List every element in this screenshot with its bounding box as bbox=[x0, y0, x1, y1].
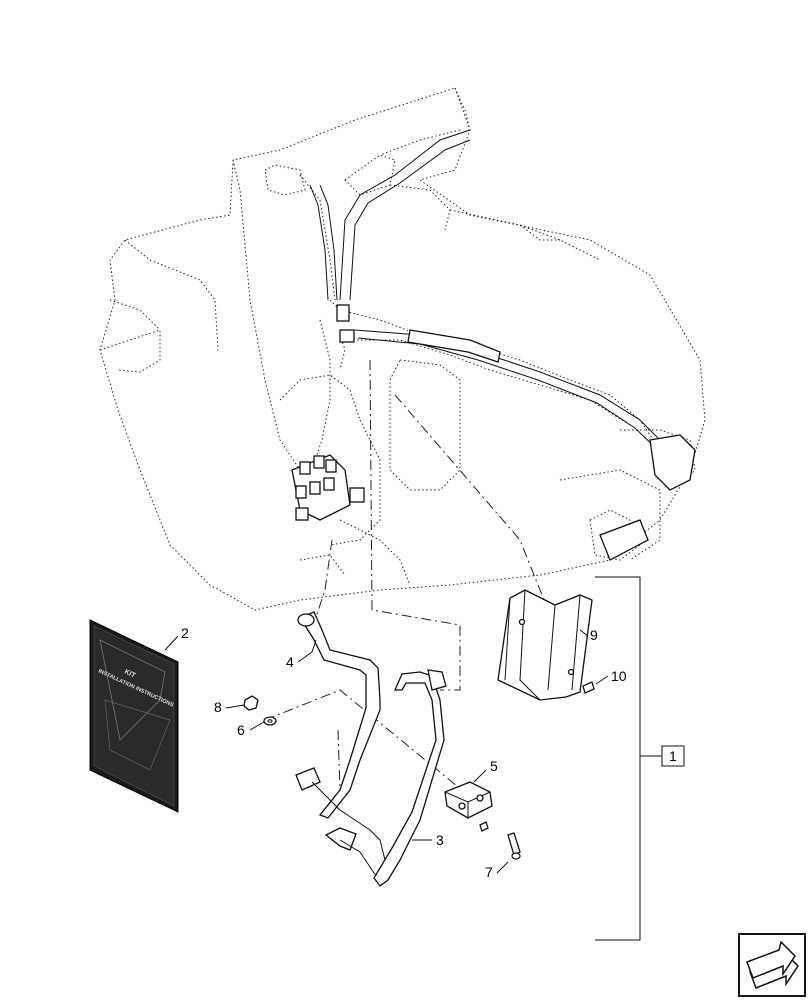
machine-phantom-outline bbox=[99, 87, 706, 611]
bolt-7 bbox=[479, 821, 521, 860]
callout-7: 7 bbox=[485, 864, 493, 880]
callout-10: 10 bbox=[611, 668, 627, 684]
callout-1: 1 bbox=[669, 748, 677, 764]
installation-manual: KIT INSTALLATION INSTRUCTIONS bbox=[89, 619, 179, 813]
callout-labels: 1 2 3 4 5 6 7 8 9 10 bbox=[181, 625, 677, 880]
callout-6: 6 bbox=[237, 722, 245, 738]
machine-hydraulic-lines bbox=[309, 129, 696, 561]
clamp-block bbox=[444, 781, 493, 819]
next-page-arrow-icon[interactable] bbox=[738, 933, 806, 997]
nut-8 bbox=[243, 695, 259, 711]
bolt-10 bbox=[582, 681, 595, 694]
callout-9: 9 bbox=[590, 627, 598, 643]
washer-6 bbox=[263, 716, 277, 726]
manual-title-line1: KIT bbox=[123, 668, 137, 679]
leader-lines bbox=[164, 629, 609, 874]
callout-5: 5 bbox=[490, 758, 498, 774]
callout-3: 3 bbox=[436, 832, 444, 848]
callout-2: 2 bbox=[181, 625, 189, 641]
control-valve bbox=[291, 304, 365, 521]
hydraulic-tube-3 bbox=[324, 669, 447, 887]
callout-4: 4 bbox=[286, 654, 294, 670]
kit-bracket bbox=[595, 576, 685, 941]
hydraulic-tube-4 bbox=[295, 611, 386, 861]
callout-8: 8 bbox=[214, 699, 222, 715]
mounting-bracket bbox=[497, 589, 593, 701]
assembly-centerlines bbox=[264, 359, 581, 806]
